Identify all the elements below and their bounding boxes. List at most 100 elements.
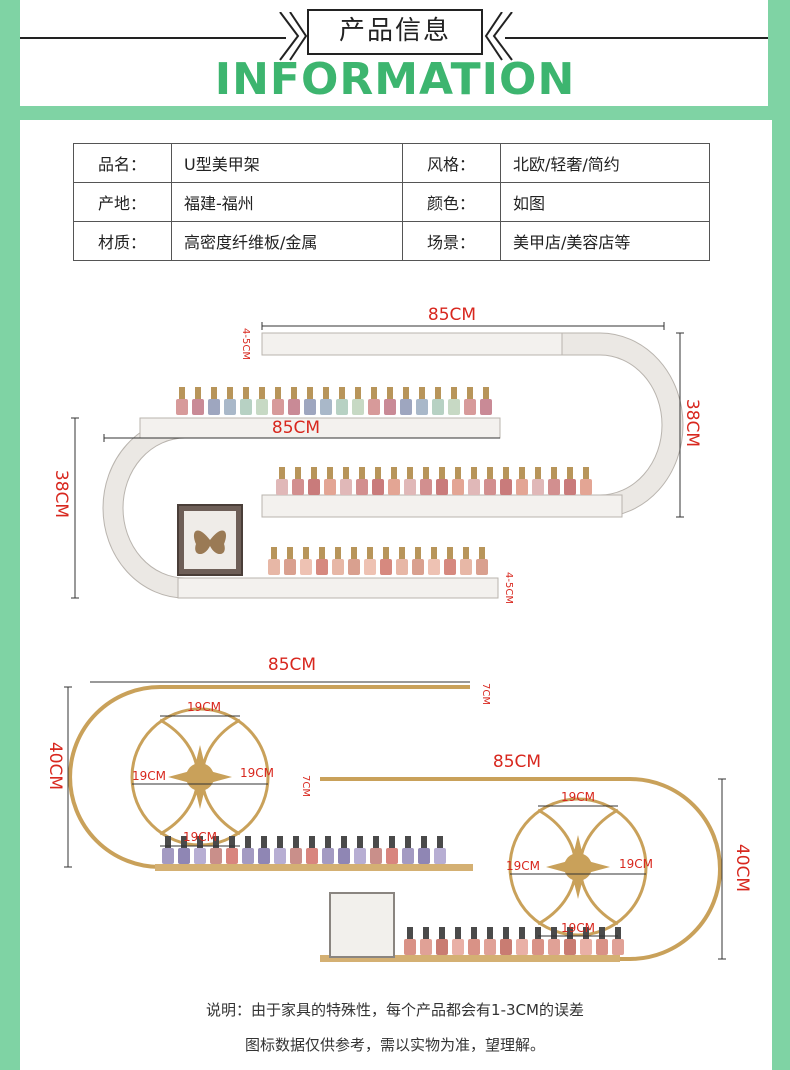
bottle-cap-icon: [423, 927, 429, 939]
nail-polish-icon: [256, 399, 268, 415]
bottle-cap-icon: [519, 467, 525, 479]
nail-polish-icon: [580, 479, 592, 495]
dimension-label: 7CM: [480, 683, 491, 705]
bottle-cap-icon: [503, 927, 509, 939]
bottle-cap-icon: [227, 387, 233, 399]
bottle-cap-icon: [355, 387, 361, 399]
bottle-cap-icon: [567, 467, 573, 479]
bottle-cap-icon: [229, 836, 235, 848]
bottle-cap-icon: [343, 467, 349, 479]
note-line-1: 说明：由于家具的特殊性，每个产品都会有1-3CM的误差: [206, 1001, 584, 1019]
bottle-cap-icon: [275, 387, 281, 399]
nail-polish-icon: [596, 939, 608, 955]
bottle-cap-icon: [259, 387, 265, 399]
bottle-cap-icon: [323, 387, 329, 399]
dimension-label: 40CM: [45, 742, 65, 790]
nail-polish-icon: [288, 399, 300, 415]
nail-polish-icon: [332, 559, 344, 575]
bottle-cap-icon: [243, 387, 249, 399]
nail-polish-icon: [372, 479, 384, 495]
bottle-cap-icon: [341, 836, 347, 848]
bottle-cap-icon: [373, 836, 379, 848]
bottle-cap-icon: [551, 927, 557, 939]
nail-polish-icon: [268, 559, 280, 575]
bottle-cap-icon: [439, 467, 445, 479]
nail-polish-icon: [416, 399, 428, 415]
bottle-cap-icon: [211, 387, 217, 399]
nail-polish-icon: [500, 939, 512, 955]
bottle-cap-icon: [307, 387, 313, 399]
bottle-cap-icon: [583, 927, 589, 939]
nail-polish-icon: [240, 399, 252, 415]
nail-polish-icon: [178, 848, 190, 864]
metal-shelf-bottom: [320, 955, 620, 962]
bottle-cap-icon: [327, 467, 333, 479]
nail-polish-icon: [564, 479, 576, 495]
nail-polish-icon: [224, 399, 236, 415]
bottle-cap-icon: [435, 387, 441, 399]
dimension-label: 4-5CM: [240, 328, 251, 360]
nail-polish-icon: [210, 848, 222, 864]
dimension-label: 19CM: [240, 766, 274, 780]
nail-polish-icon: [444, 559, 456, 575]
nail-polish-icon: [384, 399, 396, 415]
nail-polish-icon: [548, 939, 560, 955]
nail-polish-bottles-wood: [176, 387, 592, 575]
nail-polish-bottles-metal: [162, 836, 624, 955]
bottle-cap-icon: [583, 467, 589, 479]
nail-polish-icon: [612, 939, 624, 955]
spec-label: 材质：: [73, 221, 172, 261]
bottle-cap-icon: [391, 467, 397, 479]
bottle-cap-icon: [419, 387, 425, 399]
nail-polish-icon: [290, 848, 302, 864]
nail-polish-icon: [532, 939, 544, 955]
spec-value: 如图: [500, 182, 710, 222]
bottle-cap-icon: [403, 387, 409, 399]
section-title: 产品信息: [307, 9, 483, 55]
nail-polish-icon: [420, 479, 432, 495]
spec-value: 美甲店/美容店等: [500, 221, 710, 261]
bottle-cap-icon: [535, 467, 541, 479]
nail-polish-icon: [304, 399, 316, 415]
nail-polish-icon: [580, 939, 592, 955]
bottle-cap-icon: [407, 467, 413, 479]
bottle-cap-icon: [389, 836, 395, 848]
nail-polish-icon: [194, 848, 206, 864]
nail-polish-icon: [434, 848, 446, 864]
nail-polish-icon: [322, 848, 334, 864]
section-title-en: INFORMATION: [214, 54, 576, 105]
bottle-cap-icon: [439, 927, 445, 939]
table-row: 材质： 高密度纤维板/金属 场景： 美甲店/美容店等: [73, 221, 710, 261]
bottle-cap-icon: [311, 467, 317, 479]
bottle-cap-icon: [351, 547, 357, 559]
bottle-cap-icon: [399, 547, 405, 559]
spec-label: 场景：: [402, 221, 501, 261]
bottle-cap-icon: [291, 387, 297, 399]
bottle-cap-icon: [359, 467, 365, 479]
nail-polish-icon: [428, 559, 440, 575]
header-rule-right: [505, 37, 768, 39]
header-rule-left: [20, 37, 286, 39]
dimension-label: 19CM: [561, 921, 595, 935]
dimension-label: 38CM: [682, 399, 702, 447]
spec-value: 福建-福州: [171, 182, 403, 222]
nail-polish-icon: [324, 479, 336, 495]
dimension-label: 7CM: [300, 775, 311, 797]
bottle-cap-icon: [447, 547, 453, 559]
nail-polish-icon: [404, 939, 416, 955]
nail-polish-icon: [276, 479, 288, 495]
bottle-cap-icon: [325, 836, 331, 848]
nail-polish-icon: [364, 559, 376, 575]
metal-shelf-drawing: [68, 685, 722, 961]
nail-polish-icon: [354, 848, 366, 864]
dimension-label: 85CM: [268, 655, 316, 675]
bottle-cap-icon: [287, 547, 293, 559]
bottle-cap-icon: [387, 387, 393, 399]
bottle-cap-icon: [195, 387, 201, 399]
wood-shelf-drawing: [102, 332, 684, 599]
nail-polish-icon: [380, 559, 392, 575]
bottle-cap-icon: [487, 927, 493, 939]
butterfly-icon: [193, 530, 227, 555]
nail-polish-icon: [340, 479, 352, 495]
